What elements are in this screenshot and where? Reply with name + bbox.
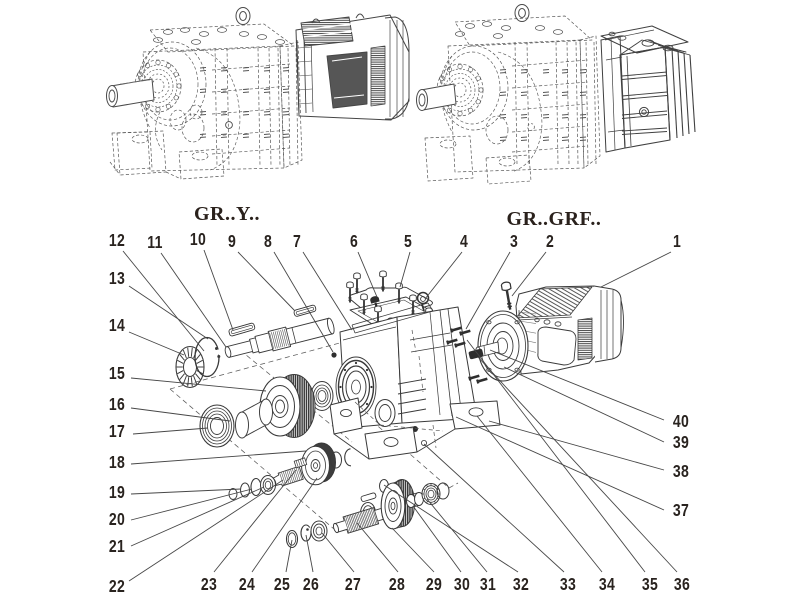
svg-text:28: 28 — [389, 574, 405, 594]
svg-text:2: 2 — [546, 231, 554, 251]
svg-text:GR..GRF..: GR..GRF.. — [507, 208, 602, 230]
svg-text:8: 8 — [264, 231, 272, 251]
svg-text:39: 39 — [673, 432, 689, 452]
svg-text:37: 37 — [673, 500, 689, 520]
svg-text:3: 3 — [510, 231, 518, 251]
svg-text:4: 4 — [460, 231, 468, 251]
svg-text:24: 24 — [239, 574, 255, 594]
svg-text:5: 5 — [404, 231, 412, 251]
svg-text:33: 33 — [560, 574, 576, 594]
svg-text:31: 31 — [480, 574, 496, 594]
svg-text:22: 22 — [109, 576, 125, 596]
svg-text:13: 13 — [109, 268, 125, 288]
svg-text:9: 9 — [228, 231, 236, 251]
svg-text:17: 17 — [109, 421, 125, 441]
svg-text:GR..Y..: GR..Y.. — [194, 203, 260, 225]
svg-text:36: 36 — [674, 574, 690, 594]
svg-text:19: 19 — [109, 482, 125, 502]
svg-text:38: 38 — [673, 461, 689, 481]
svg-text:11: 11 — [147, 232, 162, 252]
svg-text:21: 21 — [109, 536, 125, 556]
svg-text:29: 29 — [426, 574, 442, 594]
svg-text:26: 26 — [303, 574, 319, 594]
svg-text:7: 7 — [293, 231, 301, 251]
svg-text:16: 16 — [109, 394, 125, 414]
svg-text:25: 25 — [274, 574, 290, 594]
svg-text:12: 12 — [109, 230, 125, 250]
svg-text:40: 40 — [673, 411, 689, 431]
svg-text:30: 30 — [454, 574, 470, 594]
svg-text:1: 1 — [673, 231, 681, 251]
svg-text:32: 32 — [513, 574, 529, 594]
svg-text:35: 35 — [642, 574, 658, 594]
svg-text:27: 27 — [345, 574, 361, 594]
svg-text:14: 14 — [109, 315, 125, 335]
svg-text:23: 23 — [201, 574, 217, 594]
svg-text:18: 18 — [109, 452, 125, 472]
svg-text:10: 10 — [190, 229, 206, 249]
svg-text:15: 15 — [109, 363, 125, 383]
svg-text:6: 6 — [350, 231, 358, 251]
svg-text:34: 34 — [599, 574, 615, 594]
svg-text:20: 20 — [109, 509, 125, 529]
